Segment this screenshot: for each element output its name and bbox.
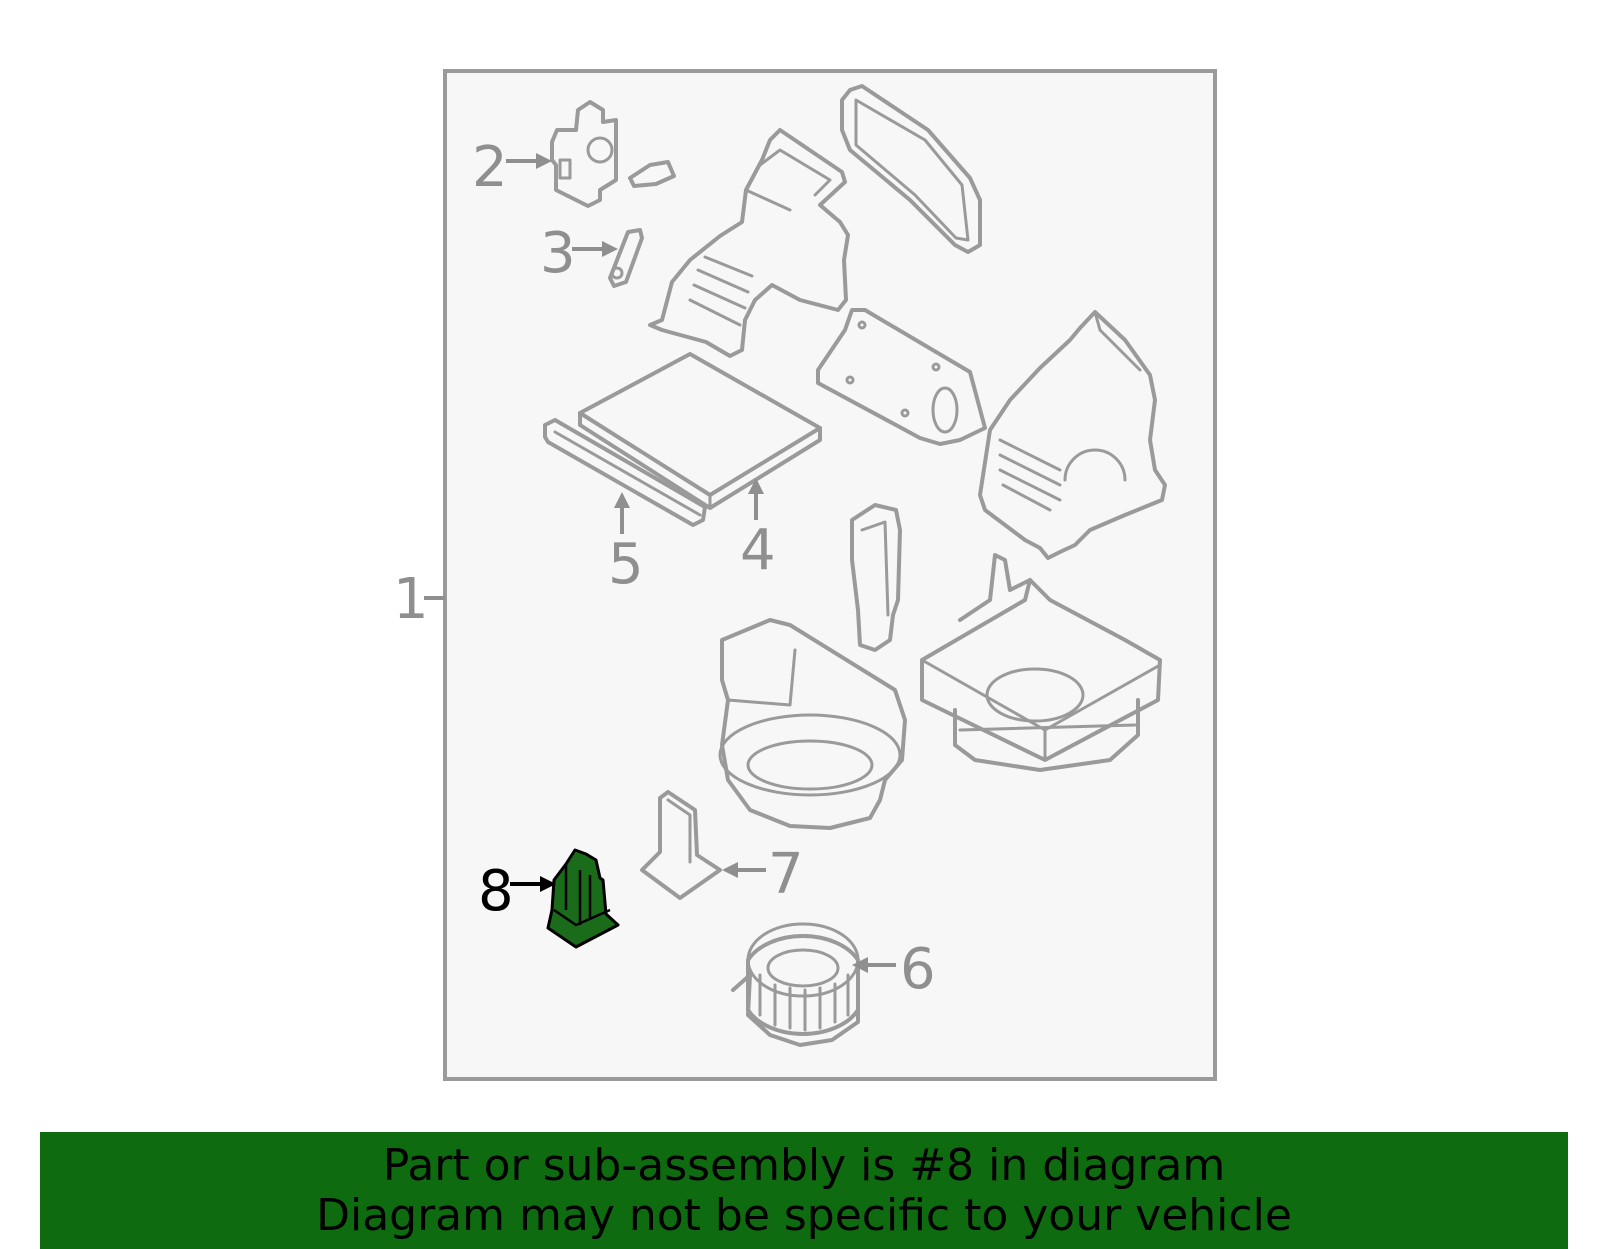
banner-line-part-number: Part or sub-assembly is #8 in diagram [382,1139,1226,1191]
callout-7[interactable]: 7 [768,842,804,907]
part-7-plate[interactable] [640,790,722,900]
lower-case [920,553,1162,772]
middle-housing [816,308,987,446]
part-2-actuator[interactable] [550,100,676,208]
callout-4[interactable]: 4 [740,518,776,583]
seal-strip [850,503,902,652]
filter-frame [840,84,982,254]
parts-diagram: 1 2 3 4 5 [393,69,1217,1081]
callout-2[interactable]: 2 [472,135,508,200]
part-4-cabin-filter[interactable] [578,352,822,510]
callout-5[interactable]: 5 [608,532,644,597]
part-info-banner: Part or sub-assembly is #8 in diagram Di… [40,1132,1568,1249]
callout-1[interactable]: 1 [393,567,429,632]
part-5-filter-cover[interactable] [543,418,707,527]
part-6-blower-motor[interactable] [731,922,860,1047]
upper-duct-housing [648,128,850,358]
callout-8-arrowhead [540,876,556,892]
right-blower-housing [978,310,1167,560]
callout-3[interactable]: 3 [540,221,576,286]
blower-scroll-housing [718,618,907,830]
banner-line-disclaimer: Diagram may not be specific to your vehi… [316,1189,1292,1241]
callout-6[interactable]: 6 [900,937,936,1002]
callout-8[interactable]: 8 [478,859,514,924]
part-3-link[interactable] [608,228,644,288]
